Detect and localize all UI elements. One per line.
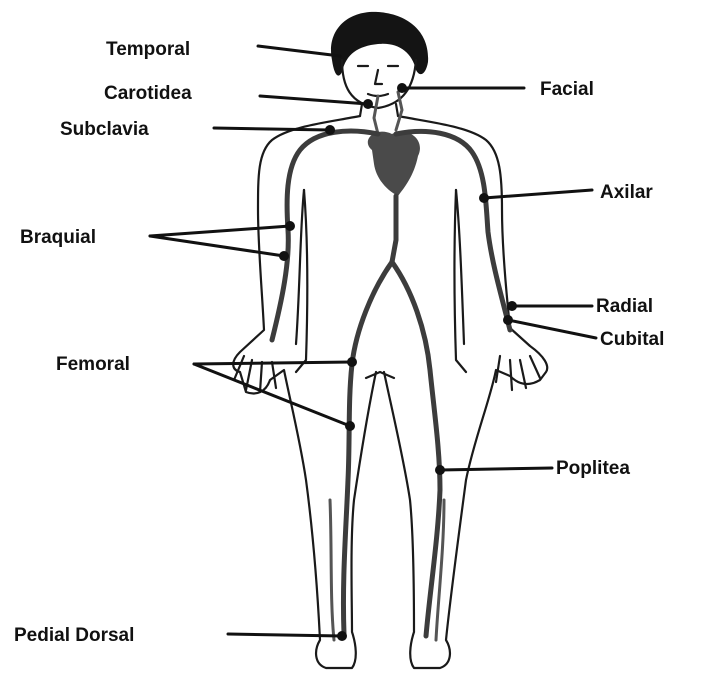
- dot-carotidea: [363, 99, 373, 109]
- human-figure: [233, 12, 547, 668]
- label-femoral: Femoral: [56, 354, 130, 375]
- carotid-vessel: [374, 96, 378, 134]
- vessel-network: [272, 92, 510, 640]
- subclavian-vessel-left: [272, 131, 378, 340]
- label-subclavia: Subclavia: [60, 119, 149, 140]
- leader-cubital: [508, 320, 596, 338]
- dot-pedial-dorsal: [337, 631, 347, 641]
- label-facial: Facial: [540, 79, 594, 100]
- leader-braquial-lower: [150, 236, 284, 256]
- crotch: [366, 372, 394, 378]
- dot-facial: [397, 83, 407, 93]
- nose: [375, 70, 382, 84]
- dot-subclavia: [325, 125, 335, 135]
- leader-pedial-dorsal: [228, 634, 342, 636]
- leader-femoral-upper: [194, 362, 352, 364]
- dot-femoral-upper: [347, 357, 357, 367]
- label-temporal: Temporal: [106, 39, 190, 60]
- hair: [331, 12, 428, 76]
- label-cubital: Cubital: [600, 329, 664, 350]
- label-braquial: Braquial: [20, 227, 96, 248]
- dot-axilar: [479, 193, 489, 203]
- inner-arm-left: [296, 190, 304, 344]
- leader-axilar: [484, 190, 592, 198]
- dot-braquial-lower: [279, 251, 289, 261]
- leader-temporal: [258, 46, 340, 56]
- aorta: [392, 196, 396, 262]
- dot-braquial-upper: [285, 221, 295, 231]
- leader-braquial-upper: [150, 226, 290, 236]
- dot-radial: [507, 301, 517, 311]
- leader-femoral-lower: [194, 364, 350, 426]
- tibial-vessel-left: [330, 500, 334, 640]
- dot-cubital: [503, 315, 513, 325]
- leader-carotidea: [260, 96, 368, 104]
- dot-poplitea: [435, 465, 445, 475]
- label-axilar: Axilar: [600, 182, 653, 203]
- leader-subclavia: [214, 128, 330, 130]
- femoral-vessel-right: [392, 262, 440, 636]
- heart: [368, 132, 420, 196]
- inner-arm-right: [456, 190, 464, 344]
- body-outline-right: [384, 116, 547, 668]
- label-radial: Radial: [596, 296, 653, 317]
- dot-femoral-lower: [345, 421, 355, 431]
- label-pedial-dorsal: Pedial Dorsal: [14, 625, 134, 646]
- leader-poplitea: [440, 468, 552, 470]
- label-poplitea: Poplitea: [556, 458, 630, 479]
- label-carotidea: Carotidea: [104, 83, 192, 104]
